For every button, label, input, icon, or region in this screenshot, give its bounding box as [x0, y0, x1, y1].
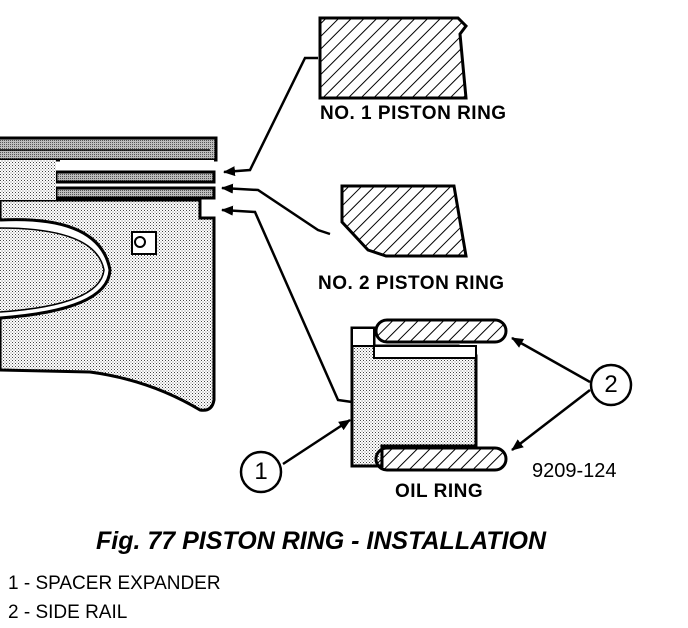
- oil-ring-assembly: [350, 318, 508, 472]
- ring1-cross-section: [318, 16, 468, 100]
- figure-number: 9209-124: [532, 460, 617, 482]
- ring2-cross-section: [340, 184, 468, 258]
- side-rail-bottom: [374, 446, 508, 472]
- side-rail-top: [374, 318, 508, 344]
- callout-2-circle: [589, 363, 633, 407]
- leader-callout2-top: [511, 336, 591, 384]
- figure-caption: Fig. 77 PISTON RING - INSTALLATION: [96, 527, 547, 555]
- leader-ring1: [223, 56, 318, 177]
- ring1-label: NO. 1 PISTON RING: [320, 103, 507, 124]
- legend-item-1: 1 - SPACER EXPANDER: [8, 573, 221, 594]
- ring2-label: NO. 2 PISTON RING: [318, 273, 505, 294]
- callout-1-circle: [239, 450, 283, 494]
- callout-2-text: 2: [604, 371, 618, 398]
- leader-callout2-bottom: [511, 389, 591, 451]
- leader-callout1: [282, 418, 351, 466]
- piston-body: [0, 136, 218, 412]
- leader-oil: [221, 205, 353, 404]
- callout-1-text: 1: [254, 458, 268, 485]
- legend-item-2: 2 - SIDE RAIL: [8, 602, 128, 623]
- oil-ring-label: OIL RING: [395, 481, 484, 502]
- leader-ring2: [221, 183, 331, 236]
